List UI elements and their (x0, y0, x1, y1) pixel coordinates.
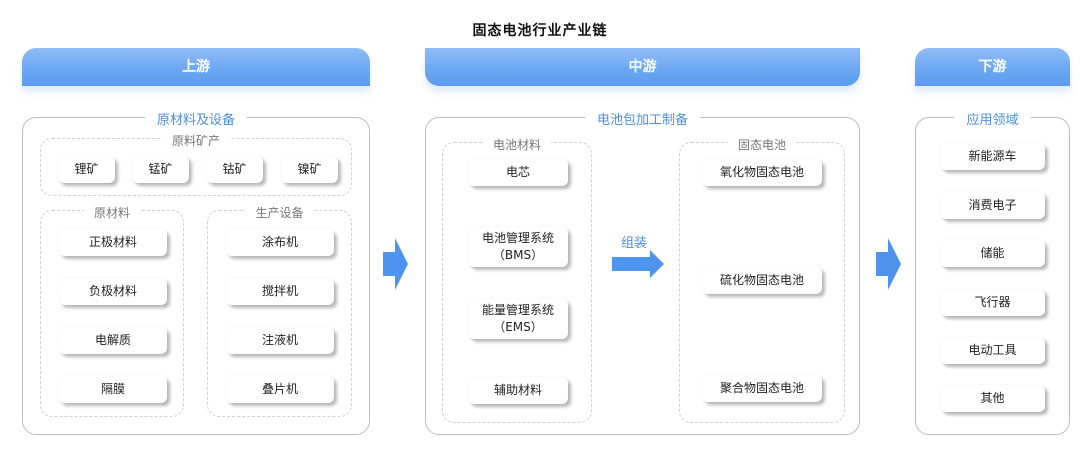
raw-materials-group: 原材料 正极材料 负极材料 电解质 隔膜 (40, 206, 184, 417)
solid-battery-item: 氧化物固态电池 (702, 159, 822, 186)
application-item: 飞行器 (940, 289, 1045, 316)
mineral-item: 锂矿 (58, 156, 115, 183)
battery-materials-group: 电池材料 电芯 电池管理系统 （BMS） 能量管理系统 （EMS） 辅助材料 (442, 138, 592, 423)
solid-batteries-group-label: 固态电池 (727, 138, 796, 152)
application-item: 电动工具 (940, 337, 1045, 364)
midstream-header: 中游 (425, 48, 860, 86)
assemble-label: 组装 (621, 236, 648, 251)
equipment-item: 叠片机 (226, 376, 334, 403)
solid-battery-item: 聚合物固态电池 (702, 375, 822, 402)
flow-arrow-icon (383, 238, 408, 290)
raw-material-item: 隔膜 (59, 376, 167, 403)
downstream-header: 下游 (915, 48, 1070, 86)
equipment-group-label: 生产设备 (245, 206, 314, 220)
flow-arrow-icon (876, 238, 901, 290)
upstream-panel: 原材料及设备 原料矿产 锂矿 锰矿 钴矿 镍矿 原材料 正极材料 负极材料 电解… (22, 113, 370, 435)
equipment-item: 注液机 (226, 327, 334, 354)
equipment-group: 生产设备 涂布机 搅拌机 注液机 叠片机 (207, 206, 352, 417)
application-item: 消费电子 (940, 192, 1045, 219)
application-item: 储能 (940, 240, 1045, 267)
solid-batteries-group: 固态电池 氧化物固态电池 硫化物固态电池 聚合物固态电池 (679, 138, 845, 423)
minerals-group: 原料矿产 锂矿 锰矿 钴矿 镍矿 (40, 134, 352, 196)
battery-material-item: 电芯 (468, 159, 568, 186)
downstream-panel-label: 应用领域 (954, 113, 1031, 128)
mineral-item: 镍矿 (281, 156, 338, 183)
solid-battery-item: 硫化物固态电池 (702, 267, 822, 294)
equipment-item: 涂布机 (226, 229, 334, 256)
upstream-header: 上游 (22, 48, 370, 86)
mineral-item: 锰矿 (132, 156, 189, 183)
application-item: 其他 (940, 385, 1045, 412)
midstream-panel: 电池包加工制备 电池材料 电芯 电池管理系统 （BMS） 能量管理系统 （EMS… (425, 113, 860, 435)
raw-material-item: 正极材料 (59, 229, 167, 256)
raw-material-item: 负极材料 (59, 278, 167, 305)
raw-materials-group-label: 原材料 (83, 206, 140, 220)
diagram-title: 固态电池行业产业链 (472, 23, 608, 39)
battery-material-item: 辅助材料 (468, 377, 568, 404)
downstream-panel: 应用领域 新能源车 消费电子 储能 飞行器 电动工具 其他 (915, 113, 1070, 435)
minerals-group-label: 原料矿产 (161, 134, 230, 148)
battery-materials-group-label: 电池材料 (482, 138, 551, 152)
equipment-item: 搅拌机 (226, 278, 334, 305)
battery-material-item: 电池管理系统 （BMS） (468, 227, 568, 267)
battery-material-item: 能量管理系统 （EMS） (468, 299, 568, 339)
upstream-panel-label: 原材料及设备 (144, 113, 247, 128)
application-item: 新能源车 (940, 143, 1045, 170)
assemble-arrow-icon (612, 250, 664, 278)
raw-material-item: 电解质 (59, 327, 167, 354)
midstream-panel-label: 电池包加工制备 (584, 113, 700, 128)
mineral-item: 钴矿 (206, 156, 263, 183)
